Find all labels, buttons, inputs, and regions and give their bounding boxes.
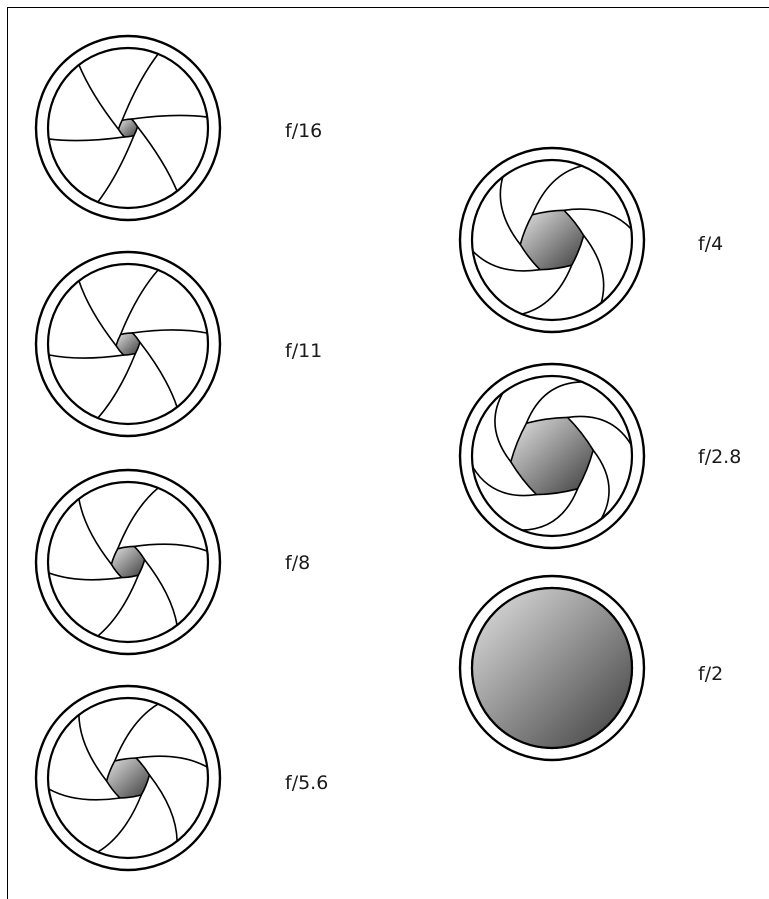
aperture-blade-edge [78, 280, 117, 347]
aperture-blade-edge [47, 788, 121, 801]
aperture-f2 [458, 574, 646, 762]
aperture-blade-edge [143, 558, 178, 626]
aperture-f5-6 [34, 684, 222, 872]
aperture-outer-ring [34, 34, 222, 222]
label-f11: f/11 [285, 340, 322, 362]
aperture-outer-ring [34, 684, 222, 872]
aperture-blade-edge [131, 329, 209, 334]
aperture-blade-edge [592, 449, 610, 520]
aperture-blade-edge [78, 714, 108, 782]
aperture-blade-edge [521, 264, 573, 315]
aperture-f4 [458, 146, 646, 334]
aperture-blade-edge [563, 208, 633, 230]
aperture-blade-edge [47, 136, 126, 142]
aperture-blade-edge [531, 165, 583, 216]
aperture-blade-edge [139, 341, 178, 408]
aperture-blade-edge [521, 488, 579, 531]
aperture-blade-edge [97, 794, 143, 853]
label-f4: f/4 [698, 233, 723, 255]
aperture-blade-edge [471, 250, 541, 272]
aperture-blade-edge [135, 755, 209, 768]
aperture-outer-ring [458, 146, 646, 334]
aperture-f2-8 [458, 362, 646, 550]
aperture-blade-edge [499, 176, 522, 246]
aperture-blade-edge [97, 352, 137, 419]
label-f2: f/2 [698, 663, 723, 685]
label-f2-8: f/2.8 [698, 446, 741, 468]
aperture-outer-ring [458, 574, 646, 762]
aperture-blade-edge [97, 574, 140, 637]
aperture-blade-edge [471, 466, 538, 497]
aperture-outer-ring [458, 362, 646, 550]
label-f16: f/16 [285, 120, 322, 142]
aperture-f8 [34, 468, 222, 656]
label-f5-6: f/5.6 [285, 772, 328, 794]
frame-top-border [7, 7, 769, 8]
aperture-blade-edge [582, 234, 605, 304]
frame-left-border [7, 7, 8, 899]
aperture-outer-ring [34, 250, 222, 438]
aperture-blade-edge [47, 572, 123, 581]
aperture-blade-edge [97, 134, 135, 203]
label-f8: f/8 [285, 552, 310, 574]
aperture-opening [470, 586, 634, 750]
aperture-blade-edge [566, 415, 633, 446]
aperture-opening [115, 332, 141, 356]
aperture-blade-edge [47, 354, 125, 359]
aperture-blade-edge [116, 487, 159, 550]
aperture-outer-ring [34, 468, 222, 656]
aperture-opening [117, 118, 139, 138]
aperture-f16 [34, 34, 222, 222]
aperture-f11 [34, 250, 222, 438]
aperture-blade-edge [525, 381, 583, 424]
aperture-blade-edge [130, 114, 209, 120]
aperture-blade-edge [119, 269, 159, 336]
aperture-blade-edge [133, 543, 209, 552]
aperture-blade-edge [78, 64, 120, 131]
aperture-blade-edge [121, 53, 159, 122]
aperture-blade-edge [113, 703, 159, 762]
aperture-blade-edge [136, 125, 178, 192]
aperture-blade-edge [494, 392, 512, 463]
aperture-blade-edge [148, 774, 178, 842]
aperture-blade-edge [78, 498, 113, 566]
